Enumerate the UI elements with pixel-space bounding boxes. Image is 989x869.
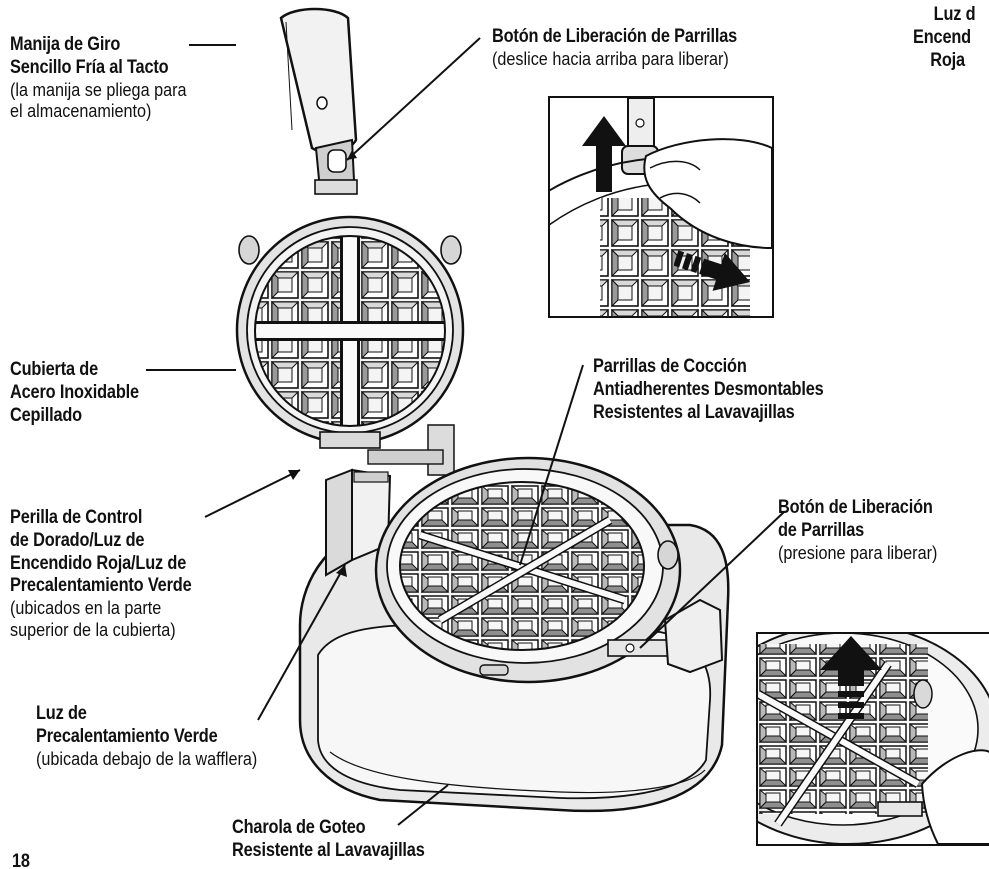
label-control-line1: Perilla de Control: [10, 507, 143, 528]
page-number-text: 18: [12, 851, 30, 869]
label-grid-release-side-note1: (presione para liberar): [778, 542, 938, 563]
label-green-light: Luz de Precalentamiento Verde (ubicada d…: [36, 703, 282, 770]
label-drip-tray-line1: Charola de Goteo: [232, 817, 366, 838]
label-red-light-line1: Luz d: [933, 4, 976, 25]
label-handle-line1: Manija de Giro: [10, 34, 121, 55]
up-arrow-icon: [820, 636, 882, 719]
leader-lines: [146, 37, 785, 826]
label-drip-tray-line2: Resistente al Lavavajillas: [232, 839, 425, 861]
label-drip-tray: Charola de Goteo Resistente al Lavavajil…: [232, 817, 456, 863]
label-grid-release-side-line1: Botón de Liberación: [778, 497, 933, 518]
inset-slide-release: [548, 96, 774, 318]
label-cover-line3: Cepillado: [10, 404, 82, 426]
flip-handle: [279, 7, 358, 195]
label-red-light: Luz d Encend Roja: [913, 4, 989, 72]
label-control-line4: Precalentamiento Verde: [10, 575, 192, 597]
label-green-light-line1: Luz de: [36, 703, 87, 724]
label-control-note2: superior de la cubierta): [10, 619, 176, 640]
inset-press-release: [756, 632, 989, 846]
label-control-line2: de Dorado/Luz de: [10, 529, 145, 551]
up-arrow-icon: [582, 116, 626, 192]
label-cover-line1: Cubierta de: [10, 359, 99, 380]
label-handle-line2: Sencillo Fría al Tacto: [10, 56, 169, 78]
label-handle-note2: el almacenamiento): [10, 101, 152, 122]
upper-plate: [235, 215, 465, 449]
label-grid-release-top: Botón de Liberación de Parrillas (deslic…: [492, 26, 777, 70]
label-red-light-line3: Roja: [930, 49, 965, 71]
leader-arrowheads: [288, 150, 357, 577]
label-handle-note1: (la manija se pliega para: [10, 79, 187, 100]
label-grids-line2: Antiadherentes Desmontables: [593, 378, 824, 400]
label-grids-line3: Resistentes al Lavavajillas: [593, 401, 795, 423]
label-green-light-note1: (ubicada debajo de la wafflera): [36, 748, 258, 769]
label-handle: Manija de Giro Sencillo Fría al Tacto (l…: [10, 34, 206, 123]
label-control-note1: (ubicados en la parte: [10, 598, 162, 619]
label-grids: Parrillas de Cocción Antiadherentes Desm…: [593, 356, 861, 424]
label-control: Perilla de Control de Dorado/Luz de Ence…: [10, 507, 221, 641]
label-grid-release-top-line1: Botón de Liberación de Parrillas: [492, 26, 738, 47]
label-grids-line1: Parrillas de Cocción: [593, 356, 747, 377]
label-green-light-line2: Precalentamiento Verde: [36, 725, 218, 747]
lower-plate: [374, 456, 724, 684]
label-grid-release-top-note1: (deslice hacia arriba para liberar): [492, 48, 729, 69]
label-grid-release-side: Botón de Liberación de Parrillas (presio…: [778, 497, 989, 564]
label-red-light-line2: Encend: [913, 26, 971, 48]
label-grid-release-side-line2: de Parrillas: [778, 519, 865, 541]
label-control-line3: Encendido Roja/Luz de: [10, 552, 187, 574]
label-cover-line2: Acero Inoxidable: [10, 381, 139, 403]
label-cover: Cubierta de Acero Inoxidable Cepillado: [10, 359, 160, 427]
right-arrow-icon: [674, 250, 751, 291]
page-number: 18: [12, 851, 33, 869]
